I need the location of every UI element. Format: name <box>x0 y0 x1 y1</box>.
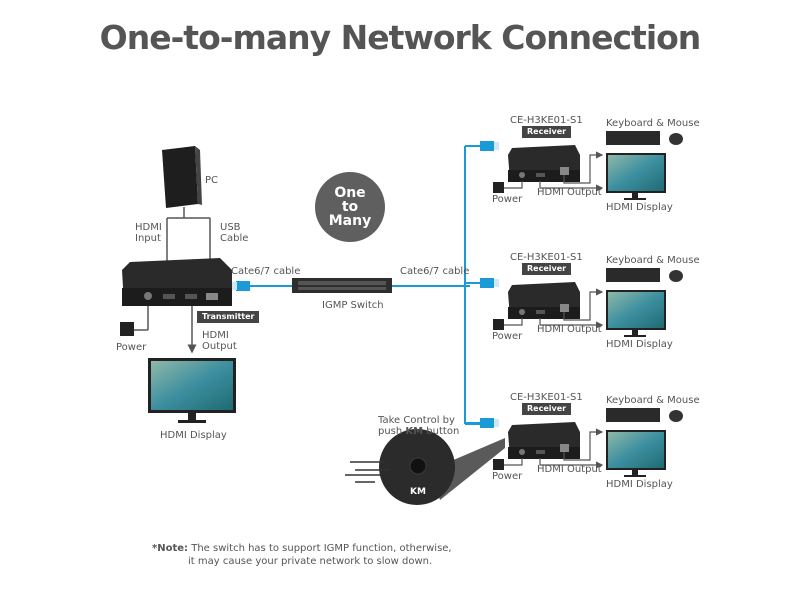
receiver-tag: Receiver <box>522 263 572 275</box>
keyboard-icon <box>606 408 660 422</box>
transmitter-power-label: Power <box>116 342 147 353</box>
transmitter-tag: Transmitter <box>197 311 260 323</box>
keyboard-icon <box>606 268 660 282</box>
cable-label-right: Cate6/7 cable <box>400 266 470 277</box>
receiver-hdmi-output-label: HDMI Output <box>537 187 602 198</box>
igmp-switch-icon <box>292 278 392 293</box>
receiver-power-label: Power <box>492 471 523 482</box>
receiver-hdmi-output-label: HDMI Output <box>537 464 602 475</box>
keyboard-icon <box>606 131 660 145</box>
rj45-connector-icon <box>480 418 494 428</box>
km-button-label: KM <box>410 487 426 497</box>
keyboard-mouse-label: Keyboard & Mouse <box>606 395 700 406</box>
rj45-connector-icon <box>480 141 494 151</box>
keyboard-mouse-label: Keyboard & Mouse <box>606 255 700 266</box>
local-display-label: HDMI Display <box>160 430 227 441</box>
power-adapter-icon <box>493 182 504 193</box>
receiver-model-label: CE-H3KE01-S1 <box>510 392 583 403</box>
power-adapter-icon <box>120 322 134 336</box>
mouse-icon <box>669 270 683 282</box>
receiver-model-label: CE-H3KE01-S1 <box>510 252 583 263</box>
cable-label-left: Cate6/7 cable <box>231 266 301 277</box>
receiver-display-label: HDMI Display <box>606 202 673 213</box>
switch-label: IGMP Switch <box>322 300 384 311</box>
hdmi-display-icon <box>148 358 236 423</box>
mouse-icon <box>669 410 683 422</box>
km-callout-text: Take Control by push KM button <box>378 415 460 437</box>
receiver-display-label: HDMI Display <box>606 339 673 350</box>
hand-pointer-icon <box>345 461 390 483</box>
pc-tower-icon <box>162 146 202 208</box>
receiver-model-label: CE-H3KE01-S1 <box>510 115 583 126</box>
km-callout-graphic <box>345 429 505 505</box>
page-title: One-to-many Network Connection <box>99 18 702 57</box>
receiver-power-label: Power <box>492 331 523 342</box>
rj45-connector-icon <box>480 278 494 288</box>
receiver-display-label: HDMI Display <box>606 479 673 490</box>
receiver-tag: Receiver <box>522 126 572 138</box>
receiver-tag: Receiver <box>522 403 572 415</box>
pc-label: PC <box>205 175 219 186</box>
keyboard-mouse-label: Keyboard & Mouse <box>606 118 700 129</box>
mouse-icon <box>669 133 683 145</box>
rj45-connector-icon <box>232 281 250 291</box>
receiver-power-label: Power <box>492 194 523 205</box>
power-adapter-icon <box>493 319 504 330</box>
transmitter-device-icon <box>122 258 232 306</box>
receiver-hdmi-output-label: HDMI Output <box>537 324 602 335</box>
footnote: *Note: The switch has to support IGMP fu… <box>152 543 452 567</box>
power-adapter-icon <box>493 459 504 470</box>
